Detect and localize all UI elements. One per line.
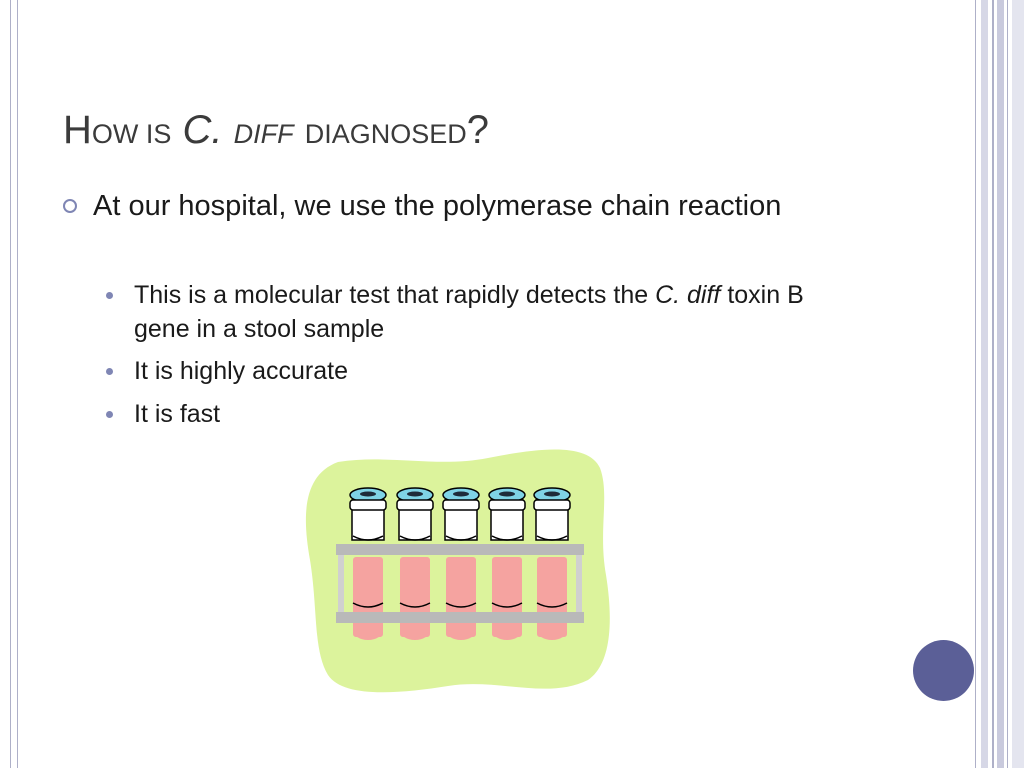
title-question-mark: ?	[466, 108, 490, 152]
left-frame-lines	[10, 0, 18, 768]
title-diagnosed: DIAGNOSED	[304, 119, 467, 149]
sub-bullet-text: It is highly accurate	[134, 357, 348, 385]
sub-bullet-text: It is fast	[134, 400, 221, 428]
cap-holes	[360, 491, 560, 497]
title-initial-h: H	[63, 108, 92, 152]
rack-shelf-upper	[336, 544, 584, 555]
decorative-circle	[913, 640, 974, 701]
bullet-dot-icon	[106, 292, 113, 299]
rack-post-left	[338, 555, 344, 612]
bullet-dot-icon	[106, 368, 113, 375]
rack-post-right	[576, 555, 582, 612]
title-diff: DIFF	[233, 119, 294, 149]
test-tube-rack-clipart	[305, 449, 610, 693]
cap-rims	[349, 499, 571, 511]
sub-bullet-suffix: toxin B gene in a stool sample	[134, 281, 804, 343]
sub-bullet-text: This is a molecular test that rapidly de…	[134, 278, 854, 346]
rack-shelf-lower	[336, 612, 584, 623]
tube-bottoms	[353, 625, 567, 640]
right-frame-lines	[975, 0, 1024, 768]
tube-contour-lines	[352, 535, 568, 608]
bullet-ring-icon	[63, 199, 77, 213]
bullet-dot-icon	[106, 411, 113, 418]
title-word-how-is: OW IS	[91, 119, 172, 149]
title-c: C.	[182, 108, 223, 152]
sub-bullet-prefix: This is a molecular test that rapidly de…	[134, 281, 656, 309]
bullet-text: At our hospital, we use the polymerase c…	[93, 190, 782, 222]
slide-title: HOW IS C. DIFF DIAGNOSED?	[63, 106, 943, 158]
tube-rack	[336, 487, 584, 640]
sub-bullet-emph: C. diff	[655, 281, 721, 309]
